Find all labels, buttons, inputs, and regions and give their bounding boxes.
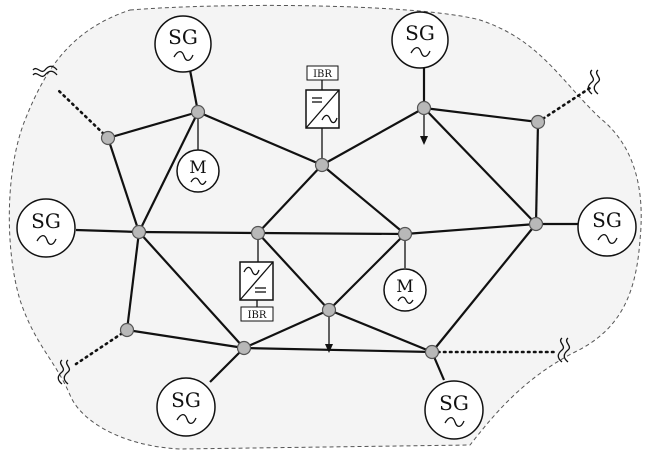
generator-top-right: SG xyxy=(391,11,449,69)
svg-text:SG: SG xyxy=(168,25,198,49)
ac-wave-icon xyxy=(597,233,618,245)
external-grid-icon-bottom-left xyxy=(57,359,71,385)
ac-wave-icon xyxy=(190,177,207,186)
inverter-icon xyxy=(305,89,340,129)
ac-wave-icon xyxy=(173,50,194,62)
bus-node xyxy=(424,344,440,360)
external-grid-icon-top-left xyxy=(32,65,58,78)
bus-node xyxy=(528,216,544,232)
ac-wave-icon xyxy=(397,296,414,305)
bus-node xyxy=(119,322,135,338)
bus-node xyxy=(131,224,147,240)
motor-bottom: M xyxy=(383,268,427,312)
bus-node xyxy=(416,100,432,116)
bus-node xyxy=(314,157,330,173)
ibr-label: IBR xyxy=(313,69,332,80)
external-grid-icon-bottom-right xyxy=(557,337,571,363)
generator-right: SG xyxy=(577,197,637,257)
svg-text:SG: SG xyxy=(439,391,469,415)
bus-node xyxy=(100,130,116,146)
bus-node xyxy=(321,302,337,318)
svg-text:M: M xyxy=(396,277,413,297)
external-ties xyxy=(56,86,592,366)
bus-node xyxy=(250,225,266,241)
motor-top: M xyxy=(176,149,220,193)
generator-top-left: SG xyxy=(154,15,212,73)
generator-bottom-right: SG xyxy=(424,380,484,440)
generator-bottom-left: SG xyxy=(156,377,216,437)
svg-text:M: M xyxy=(189,158,206,178)
ac-wave-icon xyxy=(176,413,197,425)
svg-text:SG: SG xyxy=(171,388,201,412)
external-grid-icon-top-right xyxy=(587,69,601,95)
ac-wave-icon xyxy=(410,46,431,58)
external-grid-symbols xyxy=(32,65,601,385)
svg-text:SG: SG xyxy=(31,209,61,233)
svg-text:SG: SG xyxy=(405,21,435,45)
bus-node xyxy=(530,114,546,130)
ac-wave-icon xyxy=(444,416,465,428)
bus-node xyxy=(190,104,206,120)
inverter-icon xyxy=(239,261,274,301)
ibr-top: IBR xyxy=(305,65,340,129)
svg-text:SG: SG xyxy=(592,208,622,232)
generator-left: SG xyxy=(16,198,76,258)
bus-node xyxy=(236,340,252,356)
ibr-bottom: IBR xyxy=(239,261,274,322)
bus-node xyxy=(397,226,413,242)
transmission-lines xyxy=(106,106,540,354)
ibr-label: IBR xyxy=(248,310,267,321)
buses xyxy=(100,100,546,360)
ac-wave-icon xyxy=(36,234,57,246)
